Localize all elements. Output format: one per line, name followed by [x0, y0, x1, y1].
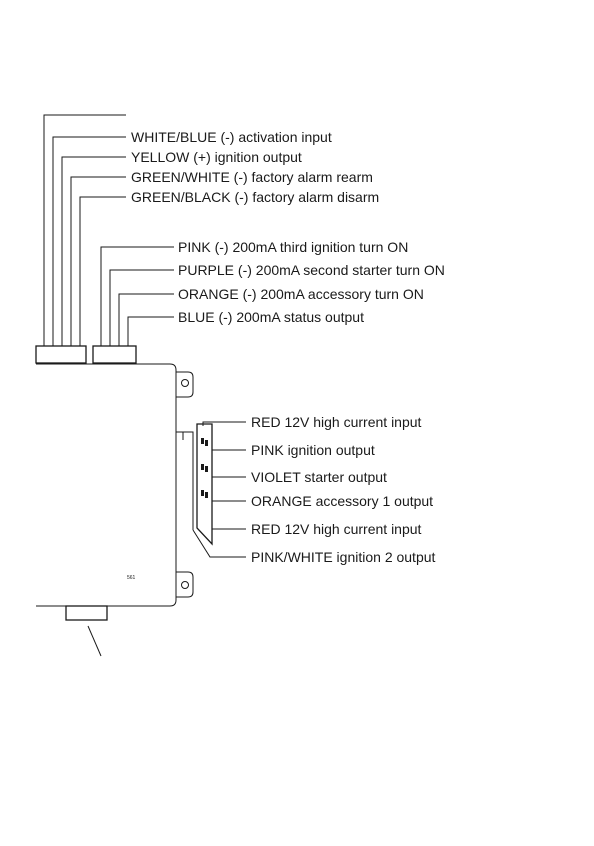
label-blue: BLUE (-) 200mA status output — [178, 309, 364, 325]
label-green-black: GREEN/BLACK (-) factory alarm disarm — [131, 189, 379, 205]
module-body — [36, 363, 194, 607]
side-connector-wires — [192, 421, 246, 558]
label-pink: PINK (-) 200mA third ignition turn ON — [178, 239, 408, 255]
label-orange: ORANGE (-) 200mA accessory turn ON — [178, 286, 424, 302]
label-pink-white: PINK/WHITE ignition 2 output — [251, 549, 436, 565]
bottom-connector — [65, 605, 108, 621]
top-connector-a-wires — [43, 114, 126, 346]
label-red-1: RED 12V high current input — [251, 414, 422, 430]
antenna-lead — [87, 625, 102, 657]
label-green-white: GREEN/WHITE (-) factory alarm rearm — [131, 169, 373, 185]
top-connector-a — [35, 345, 87, 364]
label-orange-accessory: ORANGE accessory 1 output — [251, 493, 433, 509]
label-purple: PURPLE (-) 200mA second starter turn ON — [178, 262, 445, 278]
top-connector-b-wires — [100, 246, 174, 346]
label-red-2: RED 12V high current input — [251, 521, 422, 537]
side-connector — [196, 423, 213, 546]
label-white-blue: WHITE/BLUE (-) activation input — [131, 129, 332, 145]
module-label: 561 — [127, 575, 136, 581]
label-yellow: YELLOW (+) ignition output — [131, 149, 302, 165]
top-connector-b — [92, 345, 137, 364]
label-pink-ignition: PINK ignition output — [251, 442, 375, 458]
label-violet: VIOLET starter output — [251, 469, 387, 485]
